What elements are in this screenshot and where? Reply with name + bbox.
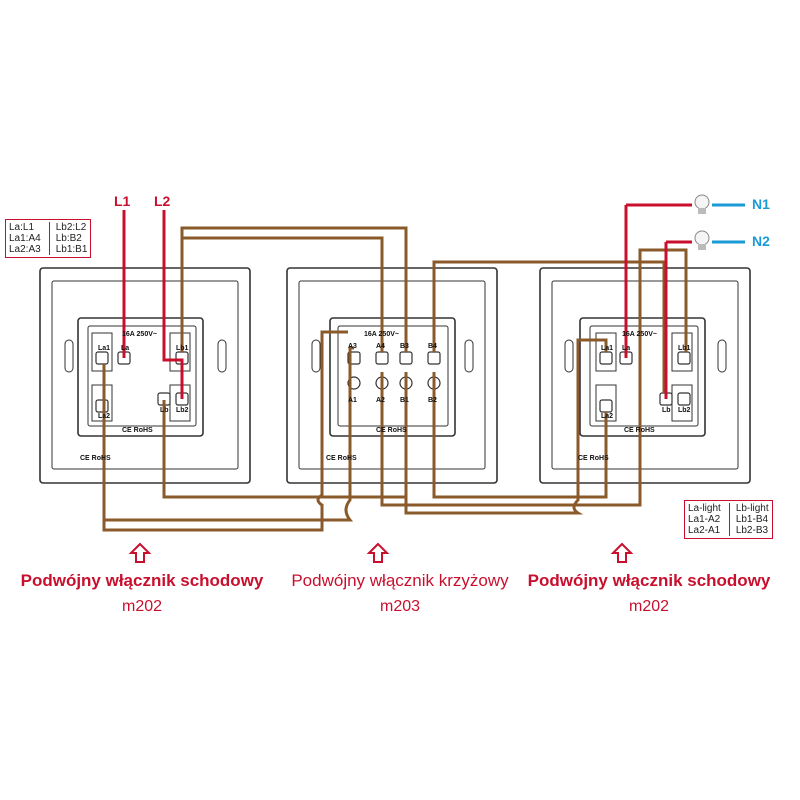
terminal-label: Lb: [160, 407, 169, 414]
terminal-label: La2: [601, 413, 613, 420]
legend-entry: La2:A3: [9, 244, 41, 255]
terminal-label: Lb2: [176, 407, 189, 414]
terminal-label: Lb2: [678, 407, 691, 414]
terminal-label: A1: [348, 397, 357, 404]
terminal-label: A3: [348, 343, 357, 350]
legend-entry: La1-A2: [688, 514, 721, 525]
traveler-wires: [102, 226, 688, 532]
caption-middle: Podwójny włącznik krzyżowy m203: [250, 570, 550, 618]
legend-entry: La:L1: [9, 222, 35, 233]
arrow-up-icon: [128, 542, 634, 563]
terminal-label: B3: [400, 343, 409, 350]
terminal-label: Lb1: [176, 345, 189, 352]
legend-entry: La1:A4: [9, 233, 41, 244]
terminal-label: La: [622, 345, 630, 352]
cert-label: CE RoHS: [376, 427, 407, 434]
lamp-icon-2: [694, 230, 710, 250]
wire-label-n2: N2: [752, 233, 770, 249]
caption-right-name: Podwójny włącznik schodowy: [527, 571, 771, 590]
terminal-label: A4: [376, 343, 385, 350]
terminal-label: B4: [428, 343, 437, 350]
terminal-label: Lb1: [678, 345, 691, 352]
terminal-label: B1: [400, 397, 409, 404]
cert-label: CE RoHS: [122, 427, 153, 434]
terminal-screws: [95, 351, 691, 413]
terminal-label: B2: [428, 397, 437, 404]
rating-label: 16A 250V~: [622, 331, 657, 338]
legend-right: La-light La1-A2 La2-A1 Lb-light Lb1-B4 L…: [684, 500, 773, 539]
lamp-icon-1: [694, 194, 710, 214]
terminal-label: La1: [601, 345, 613, 352]
legend-entry: La2-A1: [688, 525, 721, 536]
cert-label: CE RoHS: [80, 455, 111, 462]
rating-label: 16A 250V~: [122, 331, 157, 338]
legend-entry: Lb2:L2: [55, 222, 87, 233]
caption-left-model: m202: [121, 598, 163, 615]
wire-label-l2: L2: [154, 193, 171, 209]
caption-middle-model: m203: [379, 598, 421, 615]
legend-entry: Lb1-B4: [735, 514, 769, 525]
legend-entry: Lb2-B3: [735, 525, 769, 536]
terminal-label: A2: [376, 397, 385, 404]
switch-left-body: [39, 267, 251, 484]
caption-left-name: Podwójny włącznik schodowy: [20, 571, 264, 590]
neutral-wires: [712, 203, 745, 244]
caption-right: Podwójny włącznik schodowy m202: [499, 570, 799, 618]
terminal-label: Lb: [662, 407, 671, 414]
legend-entry: Lb1:B1: [55, 244, 88, 255]
terminal-label: La: [121, 345, 129, 352]
cert-label: CE RoHS: [578, 455, 609, 462]
caption-left: Podwójny włącznik schodowy m202: [0, 570, 292, 618]
legend-entry: Lb-light: [735, 503, 769, 514]
legend-left: La:L1 La1:A4 La2:A3 Lb2:L2 Lb:B2 Lb1:B1: [5, 219, 92, 258]
rating-label: 16A 250V~: [364, 331, 399, 338]
live-wires: [122, 203, 692, 399]
cert-label: CE RoHS: [624, 427, 655, 434]
legend-entry: La-light: [688, 503, 721, 514]
caption-right-model: m202: [628, 598, 670, 615]
cert-label: CE RoHS: [326, 455, 357, 462]
wire-label-l1: L1: [114, 193, 131, 209]
terminal-label: La2: [98, 413, 110, 420]
switch-middle-body: [286, 267, 498, 484]
wire-label-n1: N1: [752, 196, 770, 212]
terminal-label: La1: [98, 345, 110, 352]
legend-entry: Lb:B2: [55, 233, 82, 244]
switch-right-body: [539, 267, 751, 484]
caption-middle-name: Podwójny włącznik krzyżowy: [291, 571, 509, 590]
